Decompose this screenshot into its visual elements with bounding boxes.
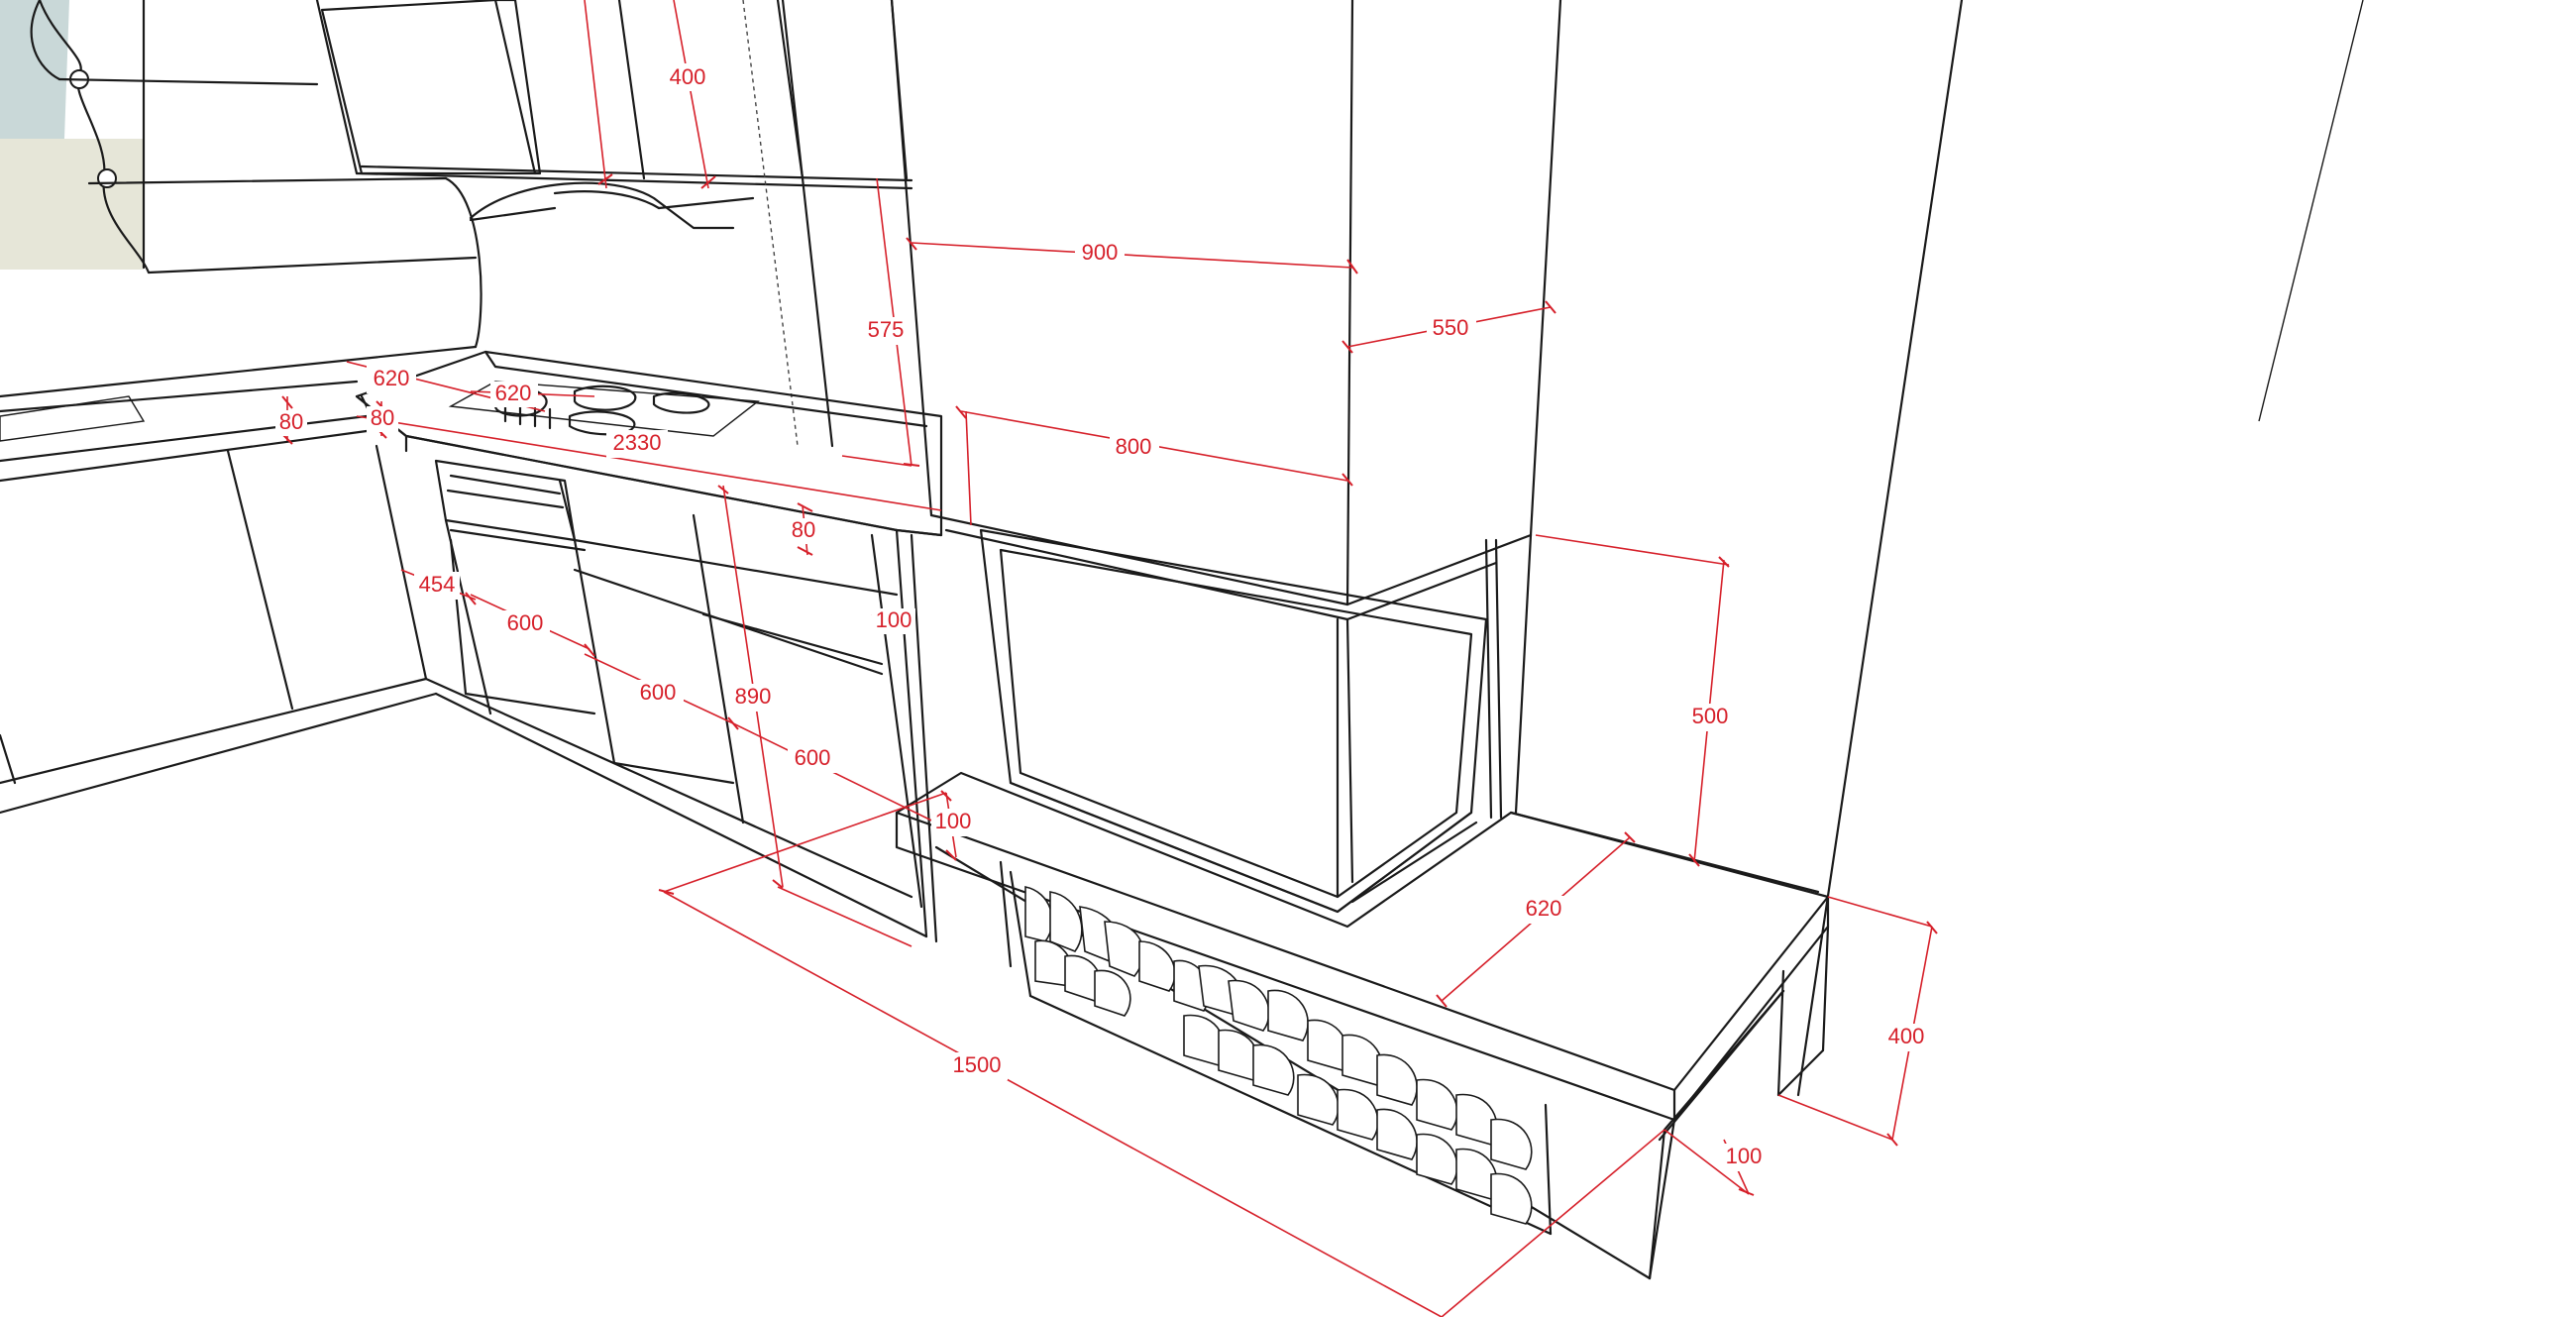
dim-hood-height: 575 bbox=[868, 317, 905, 342]
gas-hob bbox=[448, 381, 760, 437]
dim-counter-edge: 80 bbox=[792, 517, 815, 542]
dim-chimney-depth: 550 bbox=[1433, 315, 1469, 340]
dim-side-panel: 100 bbox=[876, 607, 912, 632]
dim-cabinet-height: 890 bbox=[735, 684, 772, 709]
dim-bench-depth: 620 bbox=[1526, 896, 1562, 921]
range-hood bbox=[469, 181, 755, 230]
left-countertop bbox=[0, 176, 483, 815]
upper-cabinets bbox=[320, 0, 913, 448]
hearth-bench bbox=[895, 771, 1830, 1280]
dimension-lines bbox=[286, 0, 1933, 1317]
dim-upper-cabinet-width: 400 bbox=[670, 64, 706, 89]
dim-bench-height: 400 bbox=[1888, 1024, 1925, 1048]
base-cabinets bbox=[375, 444, 938, 943]
chimney bbox=[890, 0, 1562, 621]
window bbox=[0, 0, 478, 274]
dimension-labels: 400 575 900 550 800 620 620 80 80 2330 8… bbox=[275, 63, 1932, 1171]
dimension-ticks bbox=[281, 173, 1938, 1196]
dim-firebox-height: 500 bbox=[1692, 704, 1729, 728]
dim-bench-side: 100 bbox=[1726, 1144, 1763, 1168]
dim-counter-depth-left: 620 bbox=[374, 366, 410, 390]
dim-counter-length: 2330 bbox=[613, 430, 662, 455]
dim-plinth-height: 100 bbox=[935, 809, 972, 833]
dim-chimney-width-bottom: 800 bbox=[1116, 434, 1152, 459]
dim-counter-depth-hob: 620 bbox=[495, 381, 532, 405]
right-wall bbox=[1796, 0, 2364, 1097]
dim-oven-width: 600 bbox=[507, 610, 544, 635]
firewood-storage bbox=[1009, 870, 1553, 1236]
dim-counter-thickness-corner: 80 bbox=[371, 405, 394, 430]
dim-drawer-width-b: 600 bbox=[640, 680, 677, 705]
dim-drawer-width-c: 600 bbox=[795, 745, 831, 770]
dim-total-length: 1500 bbox=[953, 1052, 1002, 1077]
dim-chimney-width-top: 900 bbox=[1082, 240, 1119, 265]
dim-counter-thickness-left: 80 bbox=[279, 409, 303, 434]
dim-drawer-454: 454 bbox=[419, 572, 456, 597]
